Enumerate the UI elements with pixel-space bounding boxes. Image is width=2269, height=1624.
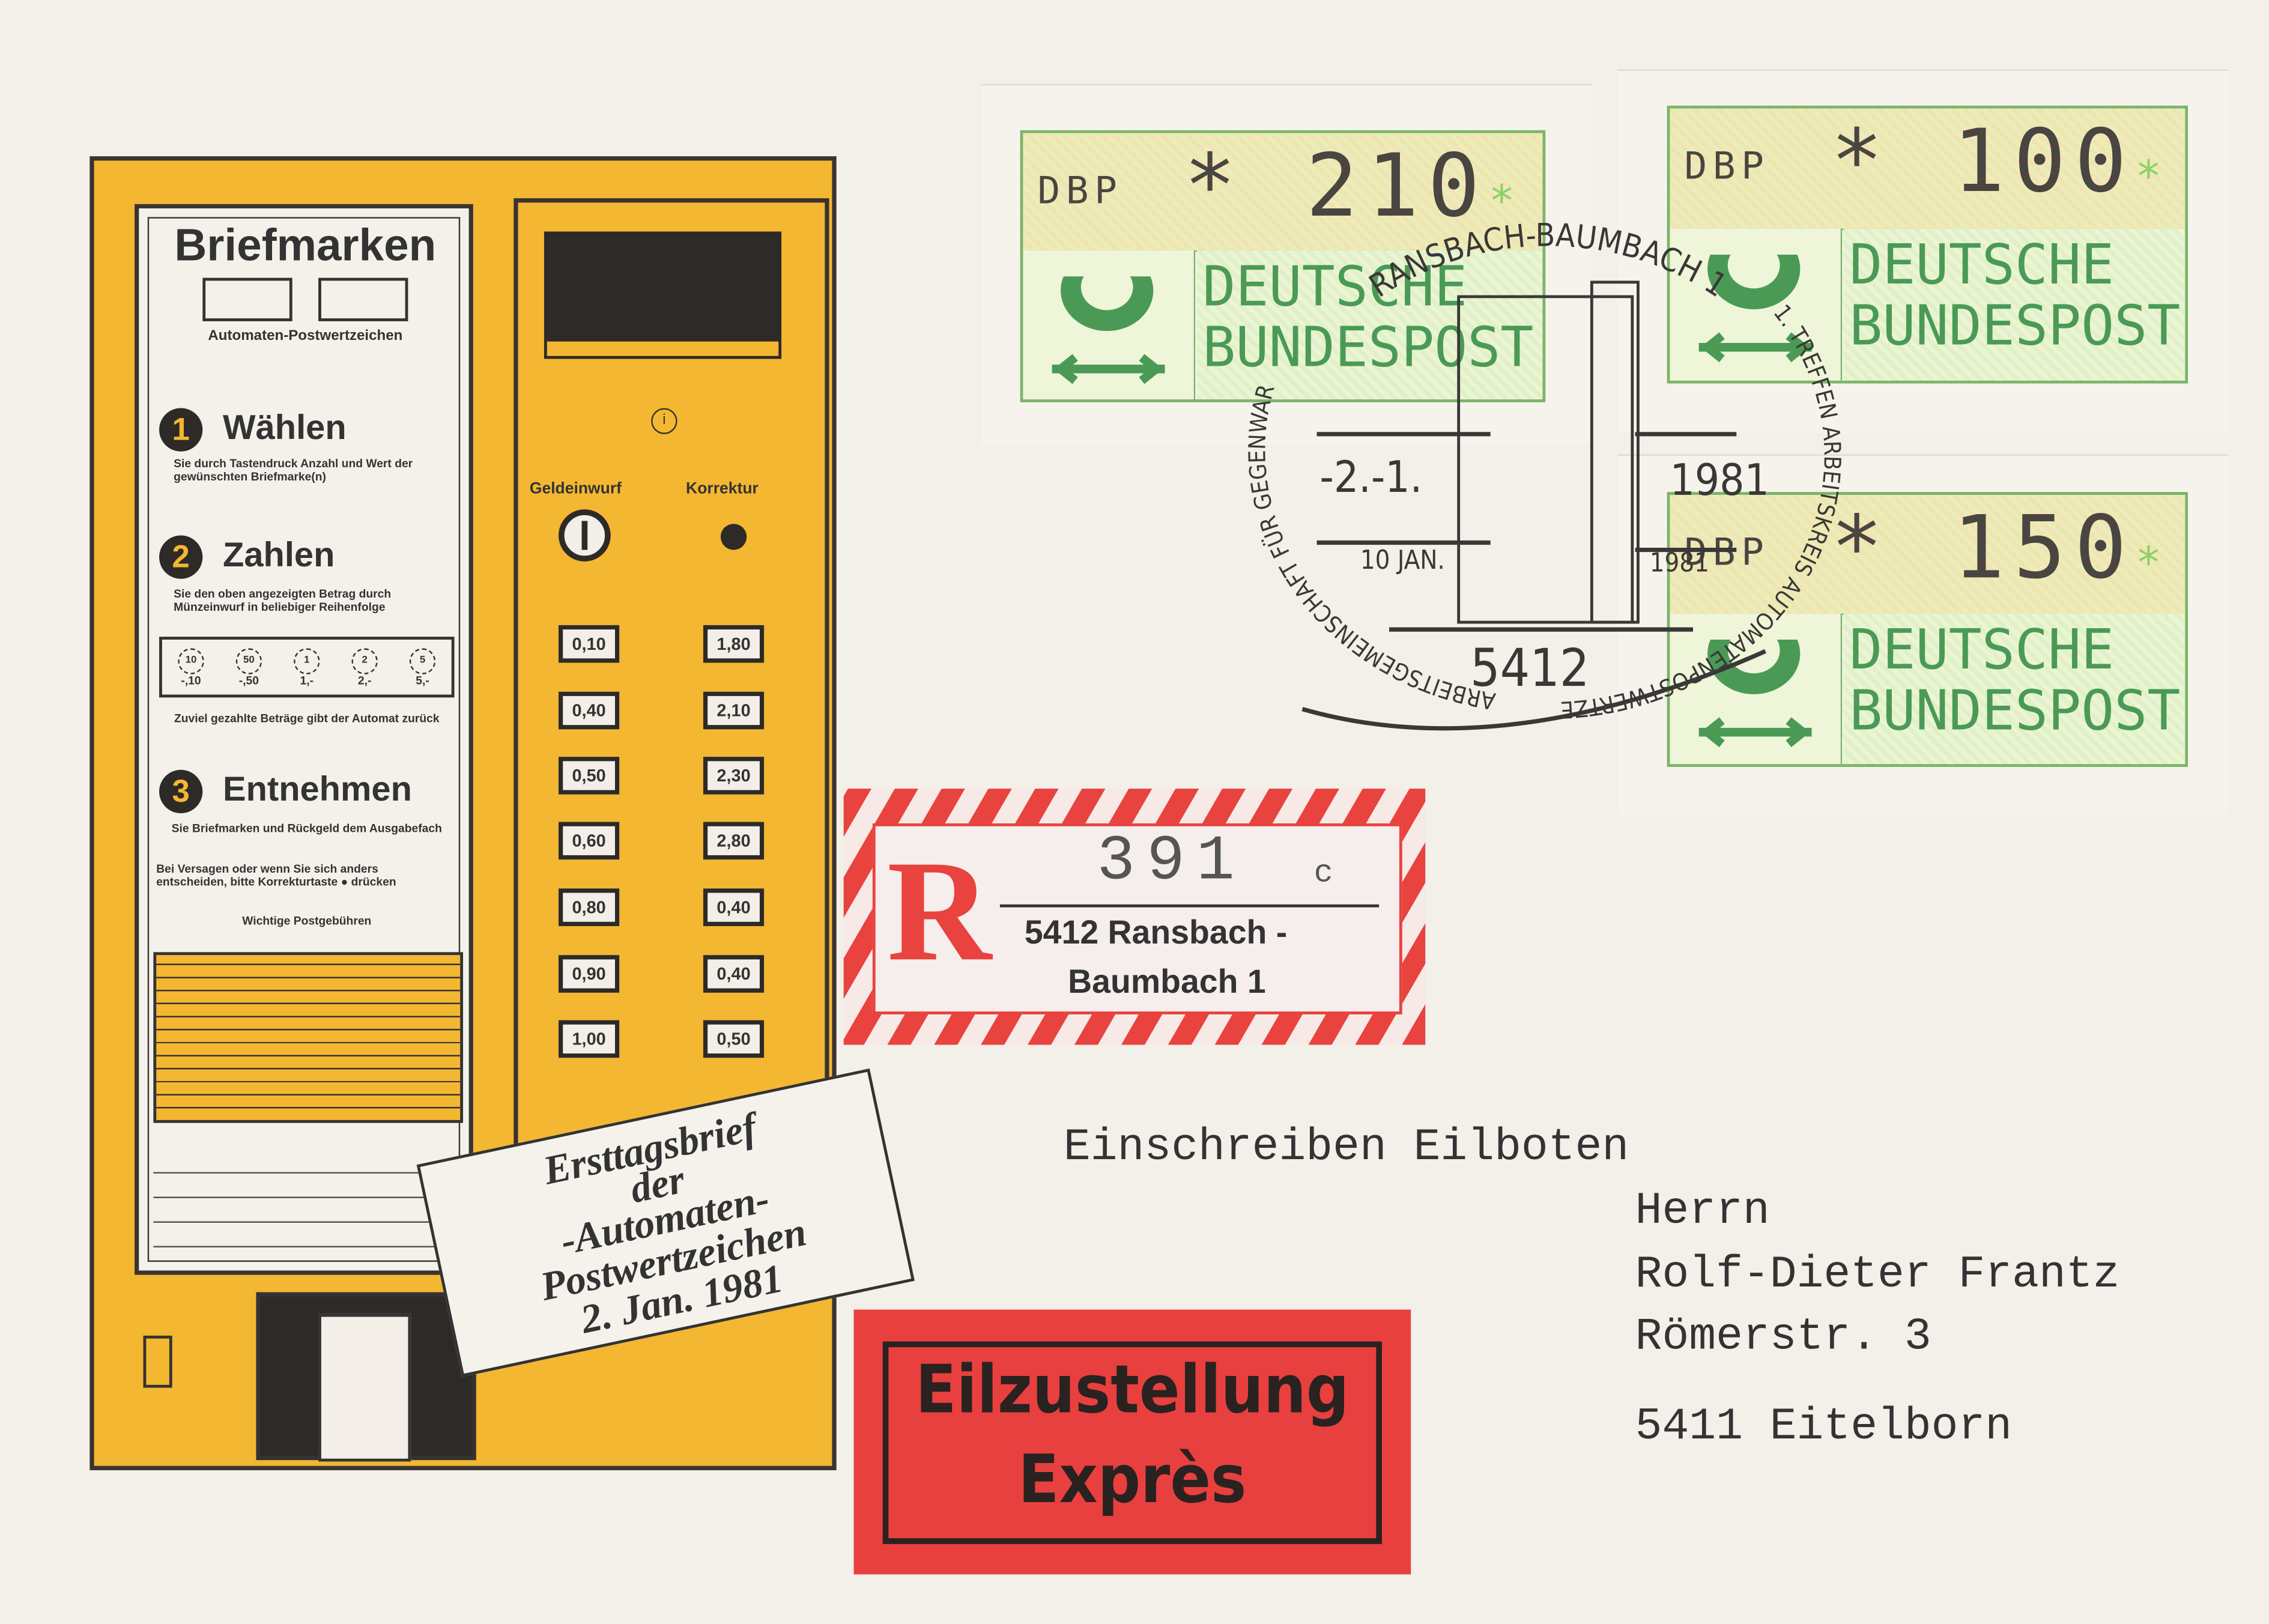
output-tray [256,1292,476,1462]
panel-title: Briefmarken [174,220,437,271]
svg-text:RANSBACH-BAUMBACH 1: RANSBACH-BAUMBACH 1 [1363,217,1733,304]
coin-icon: 10 [178,647,204,674]
posthorn-icon [1670,228,1843,381]
display-window [547,234,779,356]
address-city: 5411 Eitelborn [1635,1402,2013,1453]
info-icon: i [651,408,677,434]
step-3-text: Sie Briefmarken und Rückgeld dem Ausgabe… [171,822,442,835]
coin-icon: 50 [235,647,262,674]
service-instruction: Einschreiben Eilboten [1063,1123,1629,1174]
value-button: 0,80 [559,888,620,927]
failure-note: Bei Versagen oder wenn Sie sich anders e… [156,862,396,889]
correction-button [720,524,747,550]
registration-label: R 391 c 5412 Ransbach - Baumbach 1 [843,789,1426,1045]
fees-heading: Wichtige Postgebühren [242,914,372,928]
stamp-text: BUNDESPOST [1849,678,2181,742]
express-label: Eilzustellung Exprès [853,1309,1411,1575]
express-line2: Exprès [1018,1440,1247,1518]
mini-stamp-icon [318,277,408,321]
value-button: 1,00 [559,1020,620,1058]
overpay-note: Zuviel gezahlte Beträge gibt der Automat… [174,712,440,726]
fees-table [153,952,464,1123]
step-2-text: Sie den oben angezeigten Betrag durch Mü… [174,587,392,614]
coin-icon: 2 [351,647,378,674]
value-button: 0,40 [703,955,765,993]
value-button: 0,50 [703,1020,765,1058]
address-salutation: Herrn [1635,1186,1770,1238]
stamp-text: DEUTSCHE [1202,254,1468,318]
stamp-text: BUNDESPOST [1202,315,1534,380]
coin-icon: 1 [294,647,320,674]
registration-suffix: c [1313,855,1333,892]
stamp-text: DEUTSCHE [1849,232,2115,297]
value-button: 2,30 [703,757,765,795]
value-button: 2,80 [703,822,765,860]
step-1-text: Sie durch Tastendruck Anzahl und Wert de… [174,457,413,483]
coin-icon: 5 [409,647,436,674]
coin-slot-label: Geldeinwurf [529,480,622,498]
value-button: 0,90 [559,955,620,993]
address-street: Römerstr. 3 [1635,1312,1931,1363]
postmark-subdate: 10 JAN. [1360,545,1445,575]
value-button: 0,40 [703,888,765,927]
value-button: 0,10 [559,625,620,663]
correction-label: Korrektur [686,480,759,498]
note-lines [153,1149,458,1250]
posthorn-icon [1023,250,1196,399]
registration-office-line2: Baumbach 1 [1068,962,1266,1000]
postmark-cancellation: RANSBACH-BAUMBACH 1 ARBEITSGEMEINSCHAFT … [1208,196,1846,731]
stamp-text: DEUTSCHE [1849,617,2115,682]
coin-slot [559,509,611,562]
postmark-postcode: 5412 [1470,638,1590,698]
mini-stamp-icon [202,277,292,321]
posthorn-icon [1670,613,1843,765]
value-button: 1,80 [703,625,765,663]
value-button: 2,10 [703,691,765,730]
registration-r: R [886,830,992,992]
registration-number: 391 [1097,826,1247,899]
value-button: 0,60 [559,822,620,860]
postmark-year: 1981 [1670,455,1769,506]
value-button: 0,50 [559,757,620,795]
control-column: i Geldeinwurf Korrektur 0,10 0,40 0,50 0… [513,198,829,1281]
registration-office-line1: 5412 Ransbach - [1024,913,1288,951]
stamp-text: BUNDESPOST [1849,293,2181,357]
address-name: Rolf-Dieter Frantz [1635,1250,2120,1301]
value-button: 0,40 [559,691,620,730]
postmark-subyear: 1981 [1650,548,1709,578]
express-line1: Eilzustellung [915,1350,1350,1429]
postmark-date: -2.-1. [1319,452,1422,503]
postmark-top-text: RANSBACH-BAUMBACH 1 [1363,217,1733,304]
card-slot [143,1335,172,1388]
panel-subtitle: Automaten-Postwertzeichen [208,328,403,345]
